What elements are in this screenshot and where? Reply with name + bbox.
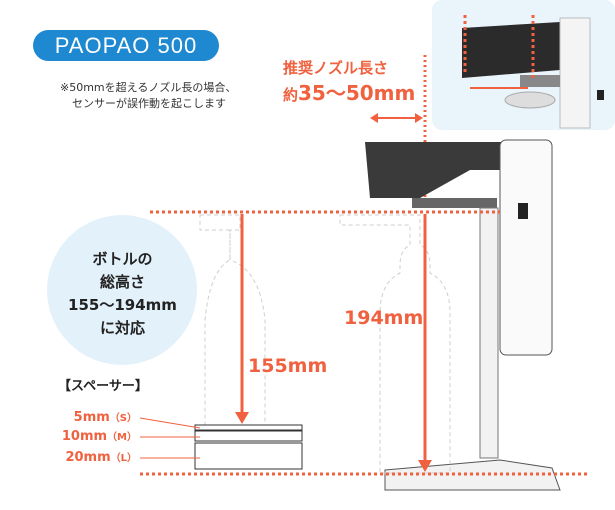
spacers — [194, 424, 303, 470]
nozzle-inset-photo — [432, 0, 615, 130]
note-line: センサーが誤作動を起こします — [72, 97, 226, 110]
recommended-prefix: 約 — [283, 86, 299, 104]
bottle-line: 155〜194mm — [68, 296, 177, 314]
recommended-value: 35〜50mm — [298, 81, 416, 105]
recommended-nozzle-length: 推奨ノズル長さ 約35〜50mm — [283, 56, 415, 108]
bottle-line: 総高さ — [99, 273, 145, 291]
sensor-note: ※50mmを超えるノズル長の場合、 センサーが誤作動を起こします — [60, 80, 236, 112]
spacer-title: 【スペーサー】 — [58, 379, 148, 394]
spacer-m: 10mm（M） — [61, 429, 137, 444]
recommended-label: 推奨ノズル長さ — [283, 59, 389, 77]
bottle-range-circle — [47, 215, 197, 365]
bottle-range-text: ボトルの 総高さ 155〜194mm に対応 — [60, 248, 185, 340]
bottle-line: に対応 — [99, 319, 145, 337]
bottle-line: ボトルの — [92, 250, 153, 268]
model-badge: PAOPAO 500 — [33, 30, 219, 61]
bottles — [199, 214, 451, 474]
spacer-s: 5mm（S） — [73, 410, 137, 425]
min-height-label: 155mm — [248, 355, 328, 377]
max-height-label: 194mm — [344, 307, 424, 329]
spacer-l: 20mm（L） — [65, 450, 137, 465]
note-line: ※50mmを超えるノズル長の場合、 — [60, 81, 237, 94]
